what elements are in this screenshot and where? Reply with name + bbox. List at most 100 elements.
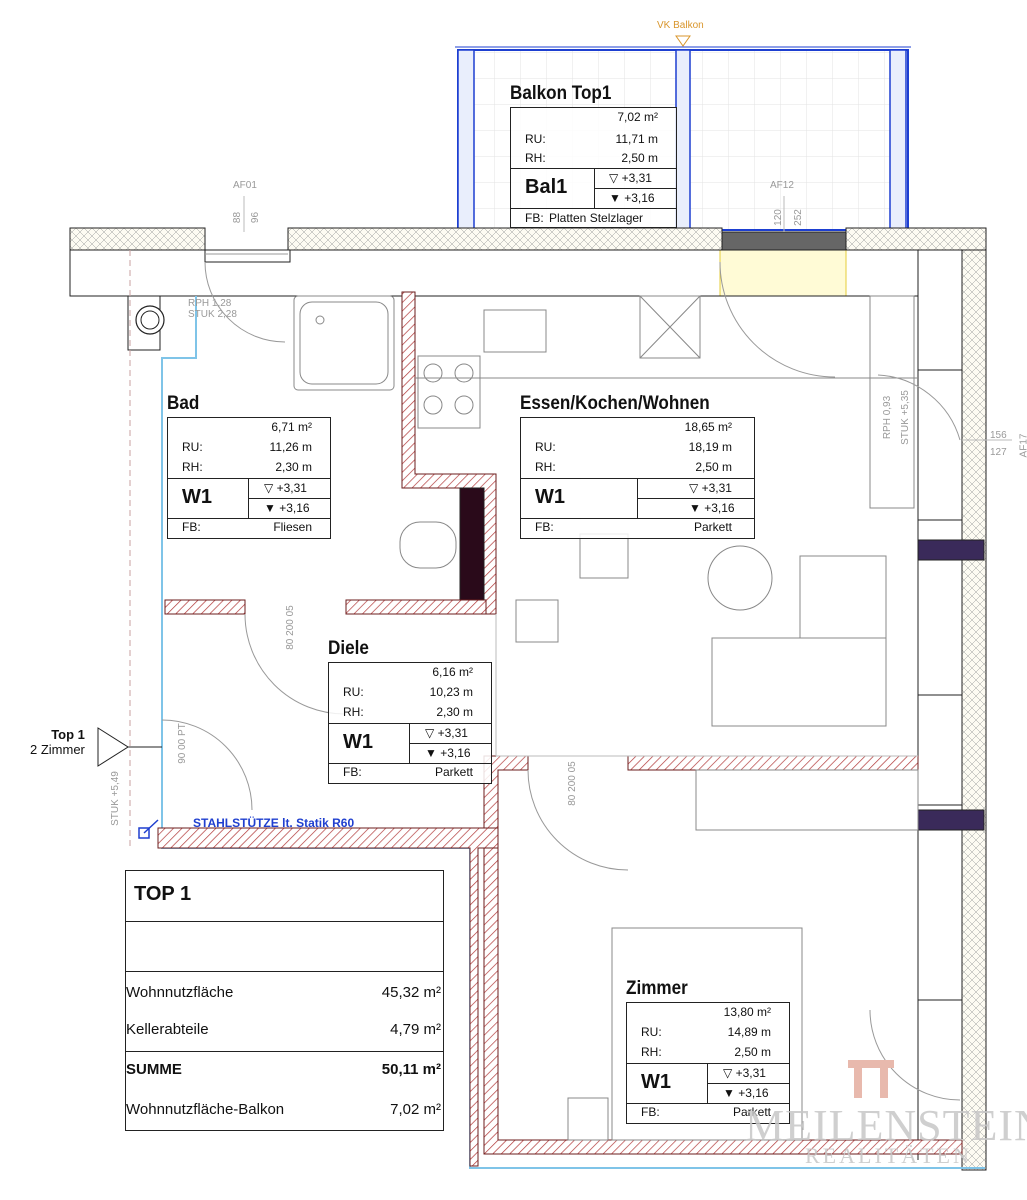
fb-value: Parkett [693,520,732,534]
room-title: Zimmer [626,978,688,999]
dim-120: 120 [772,209,784,226]
summary-label: Wohnnutzfläche [126,984,234,1001]
level-top: ▽ +3,31 [264,481,307,495]
rph-kitchen: RPH 0,93 [882,395,894,440]
ru-value: 11,26 m [269,440,312,454]
steel-column-label: STAHLSTÜTZE lt. Statik R60 [193,816,355,830]
summary-label: SUMME [126,1061,182,1078]
watermark-sub: REALITÄTEN [805,1143,972,1168]
room-info-box: 6,71 m² RU: 11,26 m RH: 2,30 m W1 ▽ +3,3… [167,417,331,539]
level-top: ▽ +3,31 [609,171,652,185]
room-title: Balkon Top1 [510,83,612,104]
ru-label: RU: [525,132,546,146]
room-title: Bad [167,393,200,414]
room-area: 18,65 m² [684,420,732,434]
room-code: W1 [641,1071,671,1093]
entry-rooms: 2 Zimmer [30,742,85,757]
balcony-label: VK Balkon [657,20,704,31]
level-top: ▽ +3,31 [723,1066,766,1080]
summary-label: Kellerabteile [126,1021,209,1038]
entry-name: Top 1 [51,727,85,742]
room-info-box: 18,65 m² RU: 18,19 m RH: 2,50 m W1 ▽ +3,… [520,417,755,539]
ru-label: RU: [182,440,203,454]
room-title: Essen/Kochen/Wohnen [520,393,710,414]
rh-value: 2,50 m [695,460,732,474]
label-af12: AF12 [770,180,794,191]
fb-label: FB: [343,765,362,779]
fb-label: FB: [641,1105,660,1119]
dim-127: 127 [990,447,1007,458]
stuk-bad: STUK 2,28 [188,309,237,320]
room-area: 6,16 m² [432,665,473,679]
steel-column-icon [138,819,159,839]
level-top: ▽ +3,31 [689,481,732,495]
ru-label: RU: [343,685,364,699]
summary-value: 7,02 m² [390,1101,441,1118]
rh-value: 2,30 m [436,705,473,719]
room-info-box: 13,80 m² RU: 14,89 m RH: 2,50 m W1 ▽ +3,… [626,1002,790,1124]
watermark-logo-icon [848,1060,894,1098]
fb-label: FB: [182,520,201,534]
rh-label: RH: [641,1045,662,1059]
fb-value: Fliesen [273,520,312,534]
exterior-wall-right [917,249,987,1171]
dimension-lines [243,196,1012,757]
level-bottom: ▼ +3,16 [609,191,655,205]
fb-value: Platten Stelzlager [549,211,644,225]
door-zimmer-label: 80 200 05 [566,761,578,806]
dim-96: 96 [250,211,262,224]
fb-label: FB: [525,211,544,225]
rh-label: RH: [182,460,203,474]
ru-value: 18,19 m [688,440,732,454]
entry-marker [97,727,162,767]
room-area: 6,71 m² [271,420,312,434]
room-area: 13,80 m² [723,1005,771,1019]
rh-value: 2,50 m [621,151,658,165]
rh-label: RH: [535,460,556,474]
fb-value: Parkett [434,765,473,779]
summary-value: 50,11 m² [381,1061,441,1078]
interior-walls [157,291,963,1167]
level-top: ▽ +3,31 [425,726,468,740]
fixtures [293,295,919,1141]
rh-label: RH: [343,705,364,719]
level-bottom: ▼ +3,16 [425,746,471,760]
level-bottom: ▼ +3,16 [264,501,310,515]
ru-label: RU: [641,1025,662,1039]
fb-label: FB: [535,520,554,534]
door-bad-label: 80 200 05 [284,605,296,650]
rph-bad: RPH 1,28 [188,298,232,309]
summary-value: 4,79 m² [390,1021,441,1038]
stuk-kitchen: STUK +5,35 [899,390,911,445]
dim-252: 252 [792,209,804,226]
door-entry-label: 90 00 PT [176,723,188,764]
room-title: Diele [328,638,369,659]
ru-value: 10,23 m [429,685,473,699]
entry-label: Top 1 2 Zimmer [30,727,85,757]
level-bottom: ▼ +3,16 [723,1086,769,1100]
stuk-left: STUK +5,49 [109,771,121,826]
ru-label: RU: [535,440,556,454]
summary-value: 45,32 m² [381,984,441,1001]
summary-label: Wohnnutzfläche-Balkon [126,1101,285,1118]
room-code: W1 [182,486,212,508]
room-info-box: 6,16 m² RU: 10,23 m RH: 2,30 m W1 ▽ +3,3… [328,662,492,784]
summary-table: TOP 1 Wohnnutzfläche 45,32 m² Kellerabte… [125,870,444,1131]
dim-88: 88 [232,211,244,224]
door-swings [161,253,961,1101]
room-code: Bal1 [525,176,568,198]
level-bottom: ▼ +3,16 [689,501,735,515]
label-af17: AF17 [1018,433,1027,458]
rh-value: 2,50 m [734,1045,771,1059]
watermark-brand: MEILENSTEIN [745,1101,1027,1150]
room-area: 7,02 m² [617,110,658,124]
exterior-wall-top [69,227,987,297]
ru-value: 11,71 m [615,132,658,146]
label-af01: AF01 [233,180,257,191]
room-code: W1 [535,486,565,508]
ru-value: 14,89 m [727,1025,771,1039]
room-code: W1 [343,731,373,753]
rh-label: RH: [525,151,546,165]
rh-value: 2,30 m [275,460,312,474]
